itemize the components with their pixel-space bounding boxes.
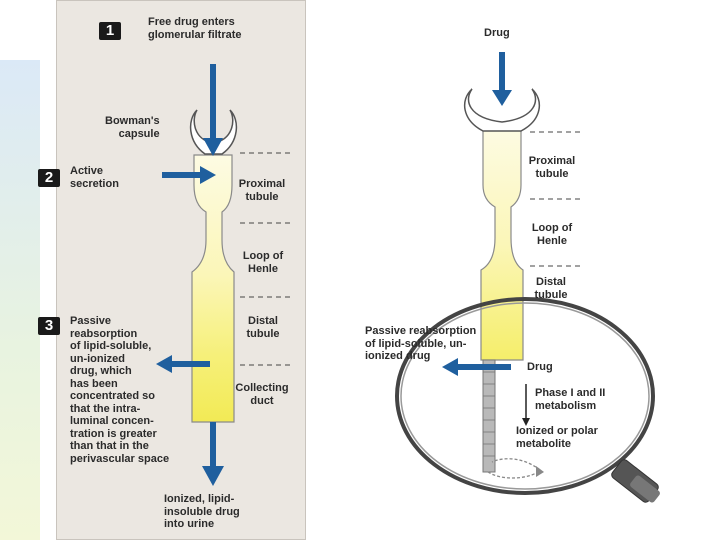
metabolite-curved-arrow-icon [487, 458, 544, 479]
left-segment-proximal: Proximal tubule [238, 178, 286, 203]
arrow-filtrate-down [203, 64, 223, 156]
left-segment-loop: Loop of Henle [242, 250, 284, 275]
metabolite-label: Ionized or polar metabolite [516, 425, 598, 450]
right-segment-loop: Loop of Henle [531, 222, 573, 247]
arrow-drug-down-right [492, 52, 512, 106]
left-segment-distal: Distal tubule [246, 315, 280, 340]
arrow-passive-reabsorption-right [442, 358, 511, 376]
arrow-active-secretion [162, 166, 216, 184]
drug-input-label: Drug [484, 27, 510, 39]
left-bowmans-capsule [189, 109, 238, 155]
urine-output-label: Ionized, lipid- insoluble drug into urin… [164, 493, 240, 530]
bowmans-capsule-label: Bowman's capsule [105, 115, 160, 140]
right-segment-distal: Distal tubule [534, 276, 568, 301]
step-3-text: Passive reabsorption of lipid-soluble, u… [70, 315, 170, 465]
step-1-badge: 1 [99, 22, 121, 40]
arrow-urine-out [202, 422, 224, 486]
left-nephron-tubule [191, 154, 235, 423]
drug-in-cell-label: Drug [527, 361, 553, 373]
step-1-text: Free drug enters glomerular filtrate [148, 16, 242, 41]
passive-reabsorption-label: Passive reabsorption of lipid-soluble, u… [365, 325, 477, 362]
left-segment-collecting: Collecting duct [235, 382, 289, 407]
phase-metabolism-label: Phase I and II metabolism [535, 387, 606, 412]
step-3-badge: 3 [38, 317, 60, 335]
left-diagram-panel [56, 0, 306, 540]
step-2-text: Active secretion [70, 165, 119, 190]
step-2-badge: 2 [38, 169, 60, 187]
right-segment-proximal: Proximal tubule [528, 155, 576, 180]
arrow-passive-reabsorption-left [156, 355, 210, 373]
magnifying-glass-icon [395, 297, 660, 503]
right-bowmans-capsule [463, 88, 541, 132]
arrow-metabolism-down [522, 384, 530, 426]
slide-background-wash [0, 60, 40, 540]
